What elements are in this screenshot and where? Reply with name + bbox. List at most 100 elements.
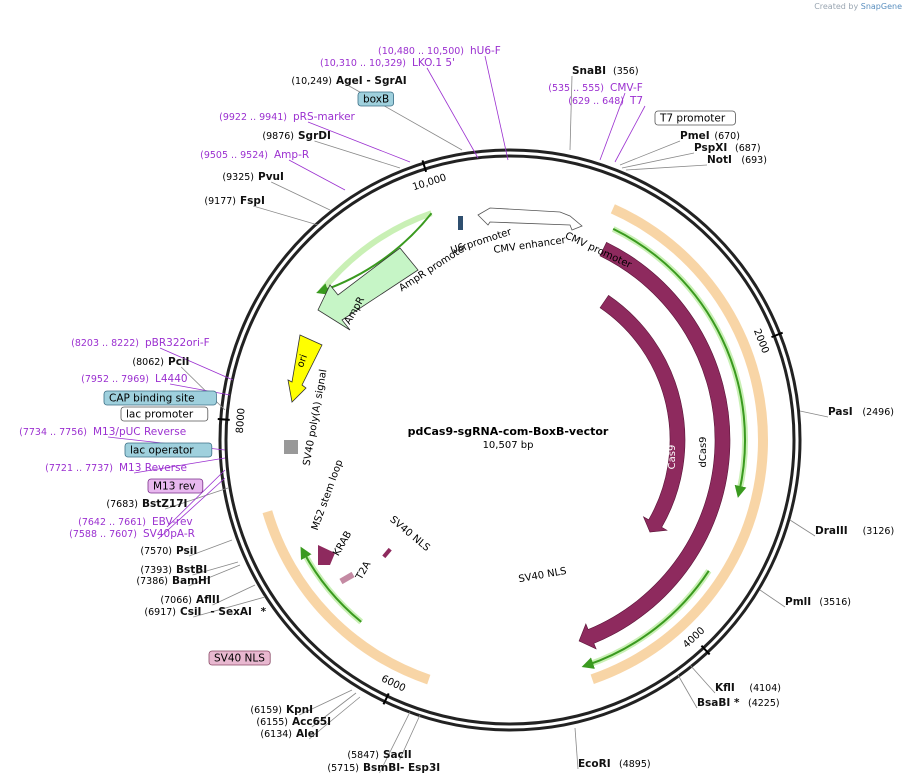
site-coord: (2496)	[862, 407, 894, 418]
site-coord: (6159)	[250, 705, 282, 716]
leader-line	[311, 692, 357, 728]
site-sgrdi: (9876) SgrDI	[262, 130, 330, 142]
site-coord: (4225)	[748, 698, 780, 709]
box-bg	[208, 650, 271, 666]
feature-label-dcas9: dCas9	[698, 436, 709, 467]
primer-name: LKO.1 5'	[412, 57, 455, 69]
site-pspxi: PspXI(687)	[694, 142, 761, 154]
site-name: AgeI	[336, 75, 363, 87]
sv40-nls-mark	[382, 547, 392, 559]
backbone-outer-ring	[218, 148, 802, 732]
leader-line	[192, 561, 239, 576]
leader-line	[188, 564, 241, 587]
box-label: T7 promoter	[659, 113, 726, 125]
t2a-block	[339, 571, 355, 585]
leader-line	[157, 477, 226, 540]
tick-mark	[700, 645, 711, 656]
site-coord: (9876)	[262, 131, 294, 142]
site-coord: (7683)	[106, 499, 138, 510]
leader-line	[193, 596, 266, 618]
site-name: SgrDI	[298, 130, 331, 142]
site-name: PvuI	[258, 171, 284, 183]
tick-mark	[217, 418, 230, 421]
site-name: KpnI	[286, 704, 313, 716]
feature-bands	[262, 204, 768, 685]
primer-t7: (629 .. 648)T7	[568, 95, 643, 107]
site-bstz17i: (7683)BstZ17I	[106, 498, 187, 510]
tick-label: 2000	[751, 327, 771, 355]
ms2-block	[284, 440, 298, 454]
site-bamhi: (7386)BamHI	[136, 575, 210, 587]
box-label: CAP binding site	[109, 393, 195, 405]
site-coord: (7570)	[140, 546, 172, 557]
primer-sv40par: (7588 .. 7607)SV40pA-R	[69, 528, 195, 540]
box-bg	[357, 91, 394, 107]
primer-name: Amp-R	[274, 149, 309, 161]
leader-line	[799, 410, 829, 418]
site-name: DraIII	[815, 525, 848, 537]
site-coord: (3126)	[863, 526, 895, 537]
tick-label: 8000	[235, 408, 248, 434]
box-label: lac operator	[130, 445, 194, 457]
box-t7prom: T7 promoter	[654, 110, 736, 126]
site-coord: (693)	[741, 155, 767, 166]
plasmid-length: 10,507 bp	[483, 440, 534, 451]
leader-line	[307, 121, 411, 163]
cas9-arrow	[599, 294, 686, 533]
site-pcii: (8062)PciI	[132, 356, 189, 368]
site-kpni: (6159) KpnI	[250, 704, 313, 716]
green-arrow-lower	[581, 570, 710, 669]
primer-lko: (10,310 .. 10,329)LKO.1 5'	[320, 57, 455, 69]
inner-features	[284, 207, 731, 650]
site-coord: (6917)	[144, 607, 176, 618]
feature-label-ms2: MS2 stem loop	[310, 458, 346, 531]
leader-line	[599, 92, 626, 161]
primer-name: EBV-rev	[152, 516, 193, 528]
leader-line	[133, 457, 226, 474]
leader-line	[574, 727, 579, 770]
leader-line	[789, 519, 816, 537]
cmv-enhancer-arrow	[477, 207, 583, 231]
site-csii: (6917)CsiI- SexAI*	[144, 606, 266, 618]
snapgene-credit: Created by SnapGene	[814, 2, 902, 11]
green-glow	[319, 210, 433, 293]
site-name: NotI	[707, 154, 732, 166]
site-coord: (7393)	[140, 565, 172, 576]
site-name: PmlI	[785, 596, 811, 608]
feature-label-sv40nls2: SV40 NLS	[518, 566, 568, 585]
box-bg	[103, 390, 217, 406]
ampr-gene-arrow	[317, 247, 419, 331]
green-arrow-left	[300, 546, 362, 623]
primer-coord: (7588 .. 7607)	[69, 529, 137, 540]
leader-line	[619, 140, 681, 166]
primer-ebvrev: (7642 .. 7661)EBV-rev	[78, 516, 193, 528]
site-coord: (356)	[613, 66, 639, 77]
leader-line	[614, 105, 646, 163]
primer-coord: (8203 .. 8222)	[71, 338, 139, 349]
site-extra: - SexAI	[210, 606, 252, 618]
primer-name: hU6-F	[470, 45, 501, 57]
primer-pbr: (8203 .. 8222)pBR322ori-F	[71, 337, 210, 349]
site-sacii: (5847)SacII	[347, 749, 411, 761]
leader-line	[288, 159, 346, 191]
credit-brand: SnapGene	[860, 2, 902, 11]
primer-prs: (9922 .. 9941)pRS-marker	[219, 111, 355, 123]
site-coord: (687)	[735, 143, 761, 154]
box-bg	[654, 110, 736, 126]
leader-line	[625, 164, 708, 171]
site-coord: (4104)	[749, 683, 781, 694]
site-name: AleI	[296, 728, 319, 740]
site-name: PciI	[168, 356, 189, 368]
green-arrow-ampr	[316, 212, 433, 295]
dcas9-arrow	[578, 241, 731, 650]
u6-marker	[458, 216, 463, 230]
site-name: EcoRI	[578, 758, 611, 770]
site-pasi: PasI(2496)	[828, 406, 894, 418]
site-acc65i: (6155)Acc65I	[256, 716, 331, 728]
site-coord: (9325)	[222, 172, 254, 183]
site-name: PmeI	[680, 130, 710, 142]
site-star: *	[734, 697, 740, 709]
primer-name: CMV-F	[610, 82, 643, 94]
primer-coord: (629 .. 648)	[568, 96, 624, 107]
